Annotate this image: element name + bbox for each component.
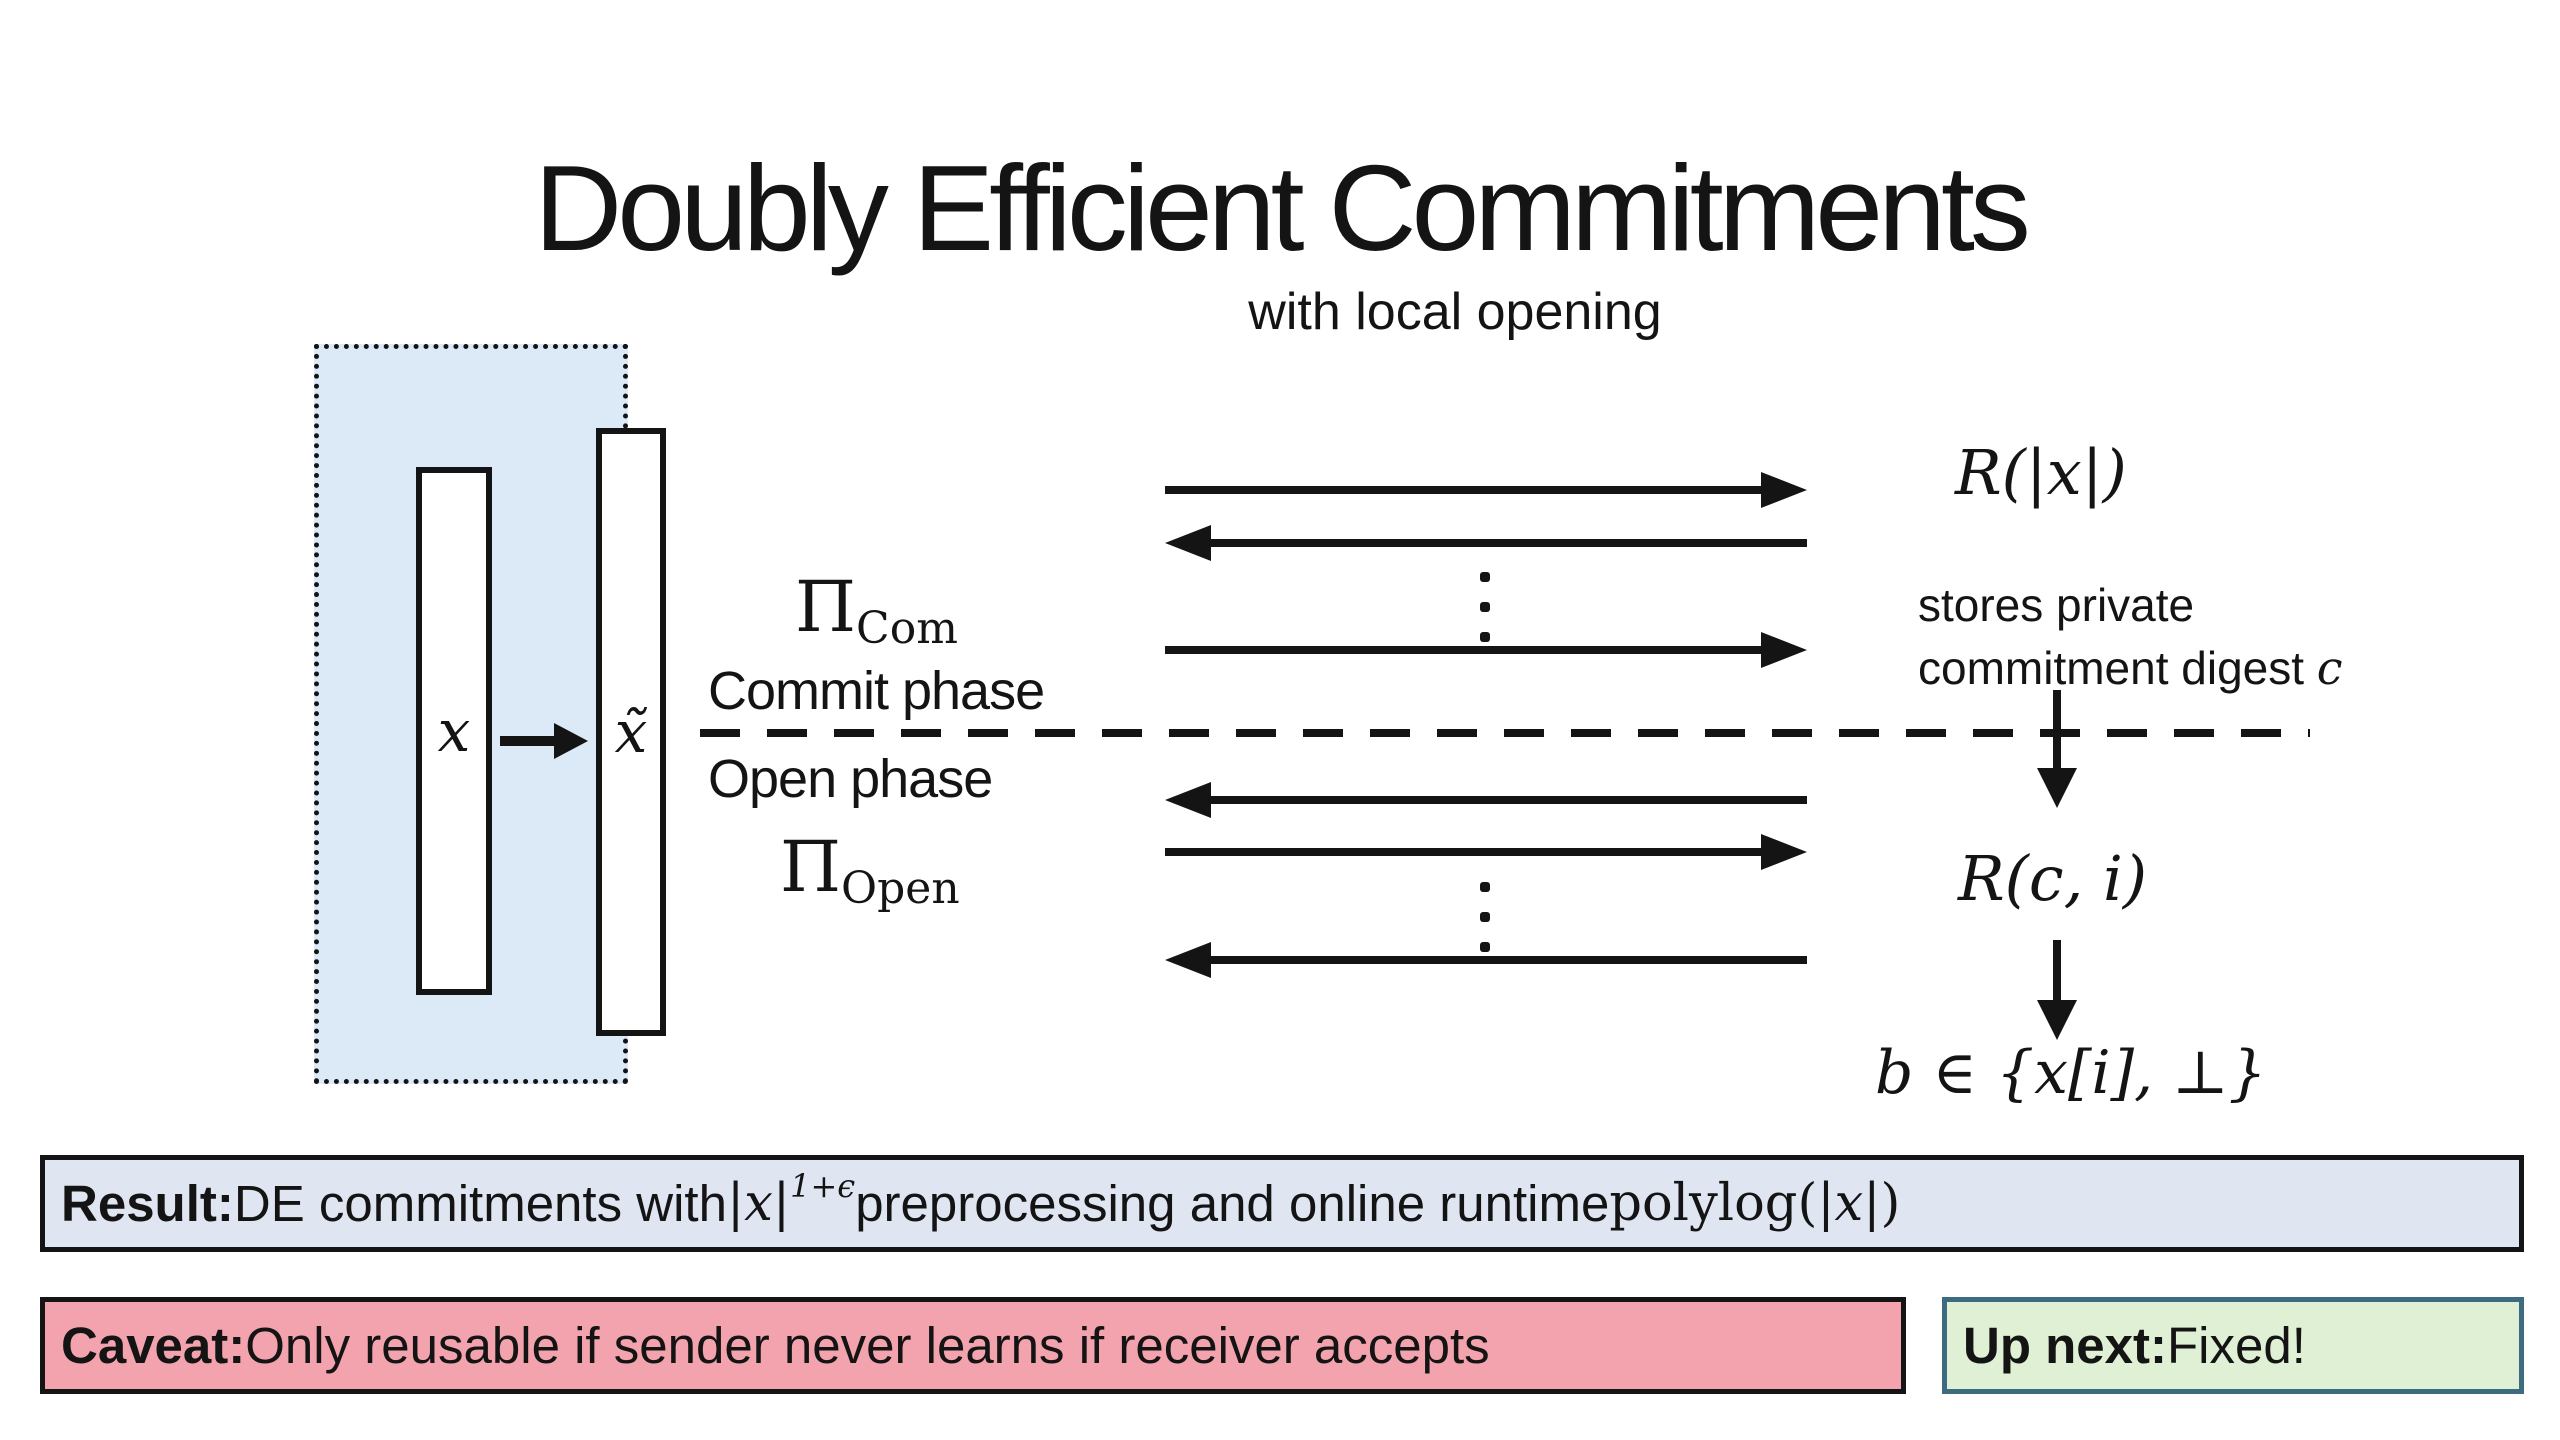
stores-note-line2: commitment digest c (1918, 637, 2343, 700)
result-text-1: DE commitments with (233, 1175, 727, 1232)
result-banner: Result: DE commitments with |x|1+ϵ prepr… (40, 1155, 2524, 1252)
result-label: Result: (61, 1175, 234, 1232)
dot (1480, 942, 1490, 952)
digest-variable: c (2316, 640, 2343, 695)
caveat-banner: Caveat: Only reusable if sender never le… (40, 1297, 1906, 1394)
dot (1480, 572, 1490, 582)
dot (1480, 632, 1490, 642)
encode-arrow-icon (500, 723, 588, 759)
dot (1480, 602, 1490, 612)
caveat-text: Only reusable if sender never learns if … (245, 1317, 1490, 1374)
arrow-head (1165, 525, 1211, 561)
arrow-shaft (1195, 539, 1807, 547)
receiver-commit-input: R(|x|) (1955, 436, 2127, 509)
arrow-head (1165, 782, 1211, 818)
caveat-label: Caveat: (61, 1317, 246, 1374)
result-math-tail-var: x (1834, 1174, 1864, 1233)
upnext-banner: Up next: Fixed! (1942, 1297, 2524, 1394)
result-math-tail-2: |) (1863, 1174, 1901, 1233)
result-math-sup: 1+ϵ (790, 1166, 856, 1205)
upnext-label: Up next: (1963, 1317, 2167, 1374)
encode-arrow-head (554, 723, 588, 759)
result-text-2: preprocessing and online runtime (855, 1175, 1610, 1232)
input-x-label: x (437, 697, 471, 765)
arrow-shaft (1165, 486, 1777, 494)
arrow-head (1761, 834, 1807, 870)
open-ellipsis-dots-icon (1480, 882, 1490, 954)
pi-com-symbol: Π (795, 566, 857, 648)
arrow-head (1165, 942, 1211, 978)
upnext-text: Fixed! (2167, 1317, 2306, 1374)
open-phase-label: Open phase (708, 749, 993, 809)
result-math-tail-1: polylog(| (1609, 1174, 1835, 1233)
pi-com-label: ΠCom (795, 566, 958, 654)
encoded-x-box: x̃ (596, 428, 666, 1036)
arrow-shaft (2053, 690, 2061, 776)
arrow-shaft (1165, 848, 1777, 856)
digest-down-arrow-icon (2035, 690, 2079, 808)
stores-note-line2-text: commitment digest (1918, 641, 2317, 694)
arrow-shaft (2053, 940, 2061, 1008)
pi-com-subscript: Com (856, 603, 958, 654)
page-subtitle: with local opening (1248, 283, 1662, 341)
open-message-arrow-right-2-icon (1165, 832, 1807, 872)
page-title: Doubly Efficient Commitments (534, 140, 2031, 276)
encode-arrow-shaft (500, 736, 562, 746)
result-math-base: |x| (726, 1174, 791, 1233)
receiver-open-output: b ∈ {x[i], ⊥} (1875, 1038, 2267, 1108)
dot (1480, 912, 1490, 922)
pi-open-label: ΠOpen (780, 826, 960, 914)
stores-note-line1: stores private (1918, 579, 2195, 631)
commit-message-arrow-right-3-icon (1165, 630, 1807, 670)
arrow-shaft (1165, 646, 1777, 654)
arrow-head (2037, 768, 2077, 808)
open-message-arrow-left-3-icon (1165, 940, 1807, 980)
commit-message-arrow-right-1-icon (1165, 470, 1807, 510)
pi-open-symbol: Π (780, 826, 842, 908)
output-down-arrow-icon (2035, 940, 2079, 1040)
receiver-open-input: R(c, i) (1958, 842, 2148, 915)
input-x-box: x (416, 467, 492, 995)
arrow-head (1761, 632, 1807, 668)
open-message-arrow-left-1-icon (1165, 780, 1807, 820)
pi-open-subscript: Open (841, 863, 960, 914)
arrow-shaft (1195, 956, 1807, 964)
arrow-shaft (1195, 796, 1807, 804)
commit-ellipsis-dots-icon (1480, 572, 1490, 644)
commit-message-arrow-left-2-icon (1165, 523, 1807, 563)
encoded-x-label: x̃ (614, 698, 648, 766)
receiver-stores-note: stores private commitment digest c (1918, 574, 2343, 699)
dot (1480, 882, 1490, 892)
phase-divider-dashed-line (700, 729, 2310, 737)
arrow-head (2037, 1000, 2077, 1040)
arrow-head (1761, 472, 1807, 508)
commit-phase-label: Commit phase (708, 661, 1045, 721)
